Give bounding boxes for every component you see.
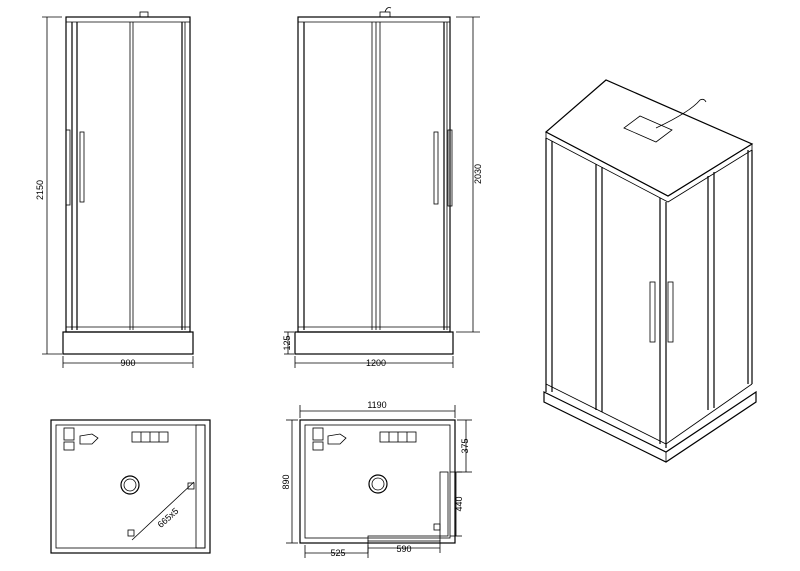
- plan-right-width-label: 1190: [367, 400, 386, 410]
- plan-left-drain: [120, 475, 140, 495]
- plan-right-bottom-left-label: 525: [330, 548, 345, 558]
- side-handle-inner: [79, 131, 85, 203]
- side-height-label: 2150: [35, 180, 45, 200]
- plan-view-left: 665x5: [50, 419, 211, 554]
- plan-right-bottom-right-label: 590: [396, 544, 411, 554]
- front-height-label: 2030: [473, 164, 483, 184]
- plan-view-right: 1190 890 375 440 525 590: [281, 400, 472, 558]
- side-tray: [62, 331, 194, 355]
- front-tray-height-label: 125: [282, 335, 292, 350]
- plan-right-drain: [368, 474, 388, 494]
- roof-control-panel: [623, 115, 673, 143]
- front-handle-outer: [447, 129, 453, 207]
- front-width-label: 1200: [366, 358, 386, 368]
- front-elevation: 2030 125 1200: [282, 7, 483, 368]
- front-tray: [294, 331, 454, 355]
- plan-left-diagonal-label: 665x5: [156, 506, 181, 530]
- front-handle-inner: [433, 131, 439, 205]
- plan-right-side-offset-label: 440: [454, 496, 464, 511]
- iso-handle-right: [667, 281, 674, 343]
- plan-right-depth-label: 890: [281, 474, 291, 489]
- iso-handle-left: [649, 281, 656, 343]
- side-elevation: 2150 900: [35, 11, 194, 368]
- side-width-label: 900: [120, 358, 135, 368]
- isometric-view: [543, 79, 757, 463]
- side-handle-outer: [65, 129, 71, 206]
- plan-right-top-offset-label: 375: [460, 438, 470, 453]
